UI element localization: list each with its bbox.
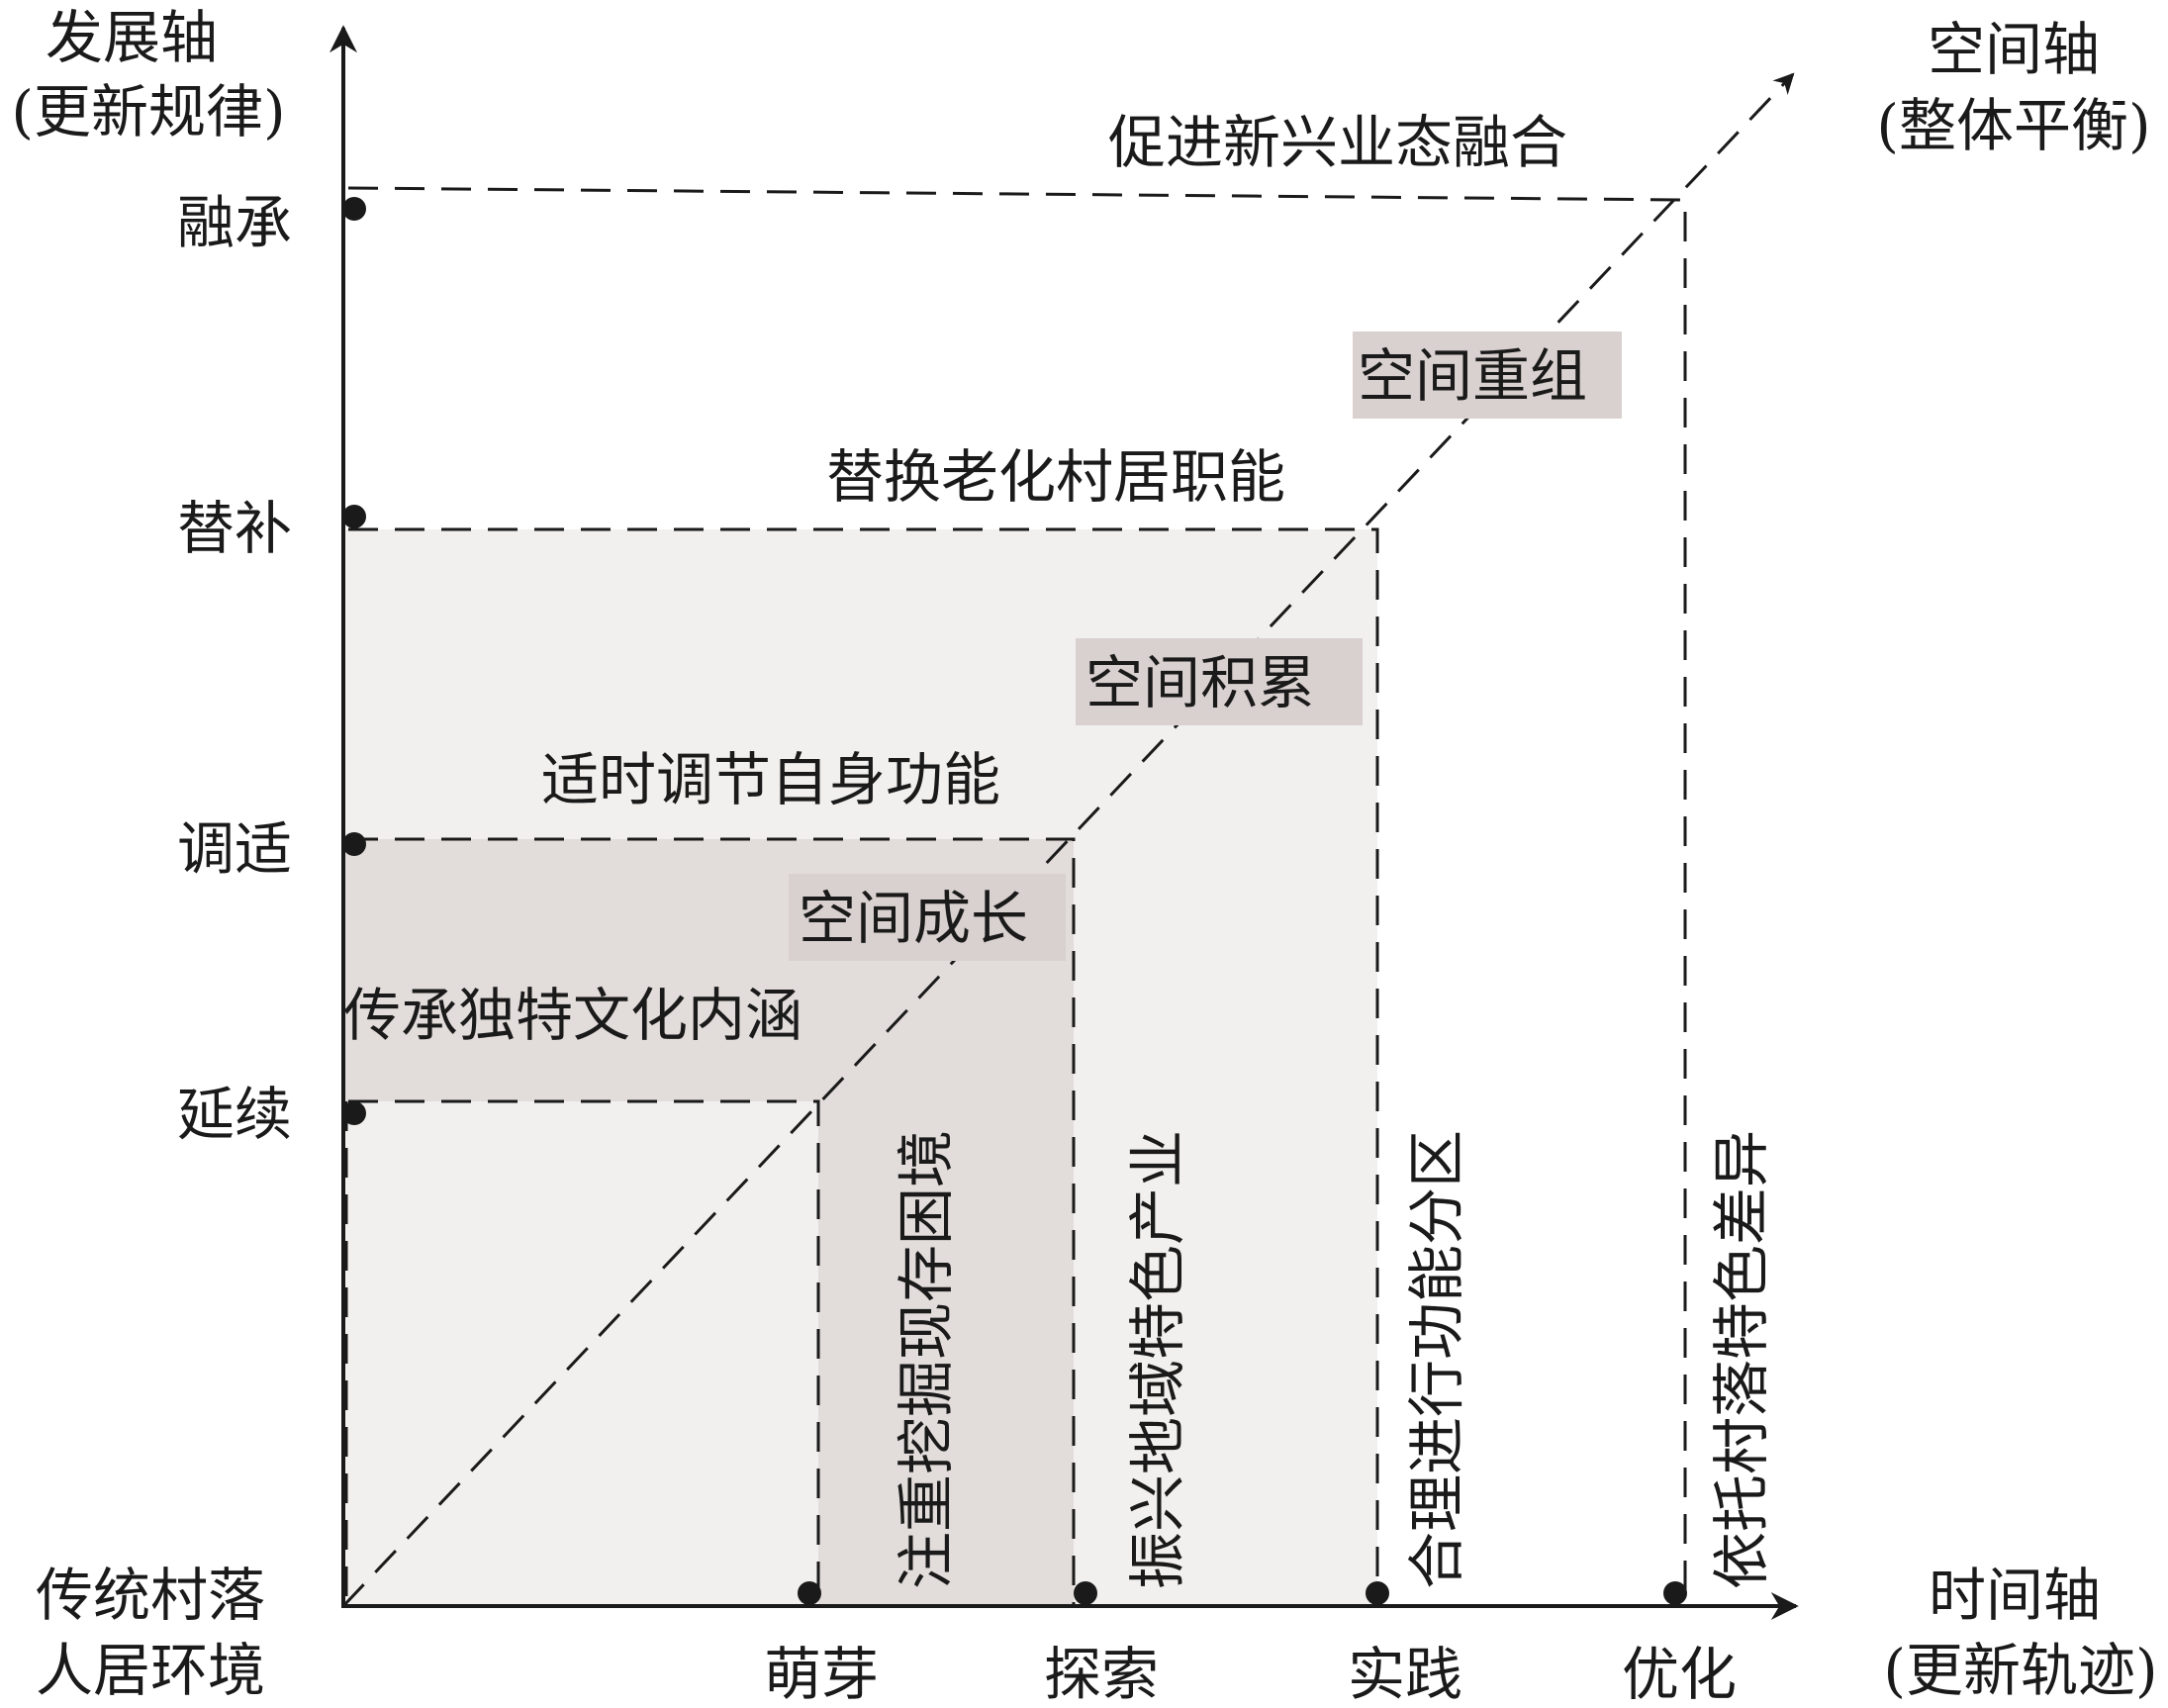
space-label-bg-accumulation (1076, 638, 1363, 725)
y-level-continuation: 延续 (177, 1081, 292, 1148)
point-sprout (798, 1581, 821, 1605)
point-continuation (342, 1101, 366, 1125)
x-level-sprout: 萌芽 (764, 1641, 879, 1708)
y-axis-subtitle: (更新规律) (11, 78, 285, 145)
strategy-difference: 依托村落特色差异 (1708, 1130, 1775, 1589)
spatial-axis (341, 72, 1795, 1608)
x-level-optimization: 优化 (1622, 1641, 1737, 1708)
point-practice (1366, 1581, 1389, 1605)
space-accumulation-label: 空间积累 (1085, 649, 1315, 716)
y-level-adjustment: 调适 (177, 815, 292, 883)
guide-replacement (348, 527, 1379, 1606)
point-adjustment (342, 832, 366, 856)
guide-lines (341, 72, 1795, 1608)
spatial-axis-title: 空间轴 (1928, 16, 2100, 83)
x-level-practice: 实践 (1348, 1641, 1462, 1708)
axis-points (342, 197, 1687, 1605)
y-level-integration: 融承 (177, 189, 292, 256)
strategy-function-adjustment: 适时调节自身功能 (541, 746, 1000, 813)
strategy-dilemma: 注重挖掘现存困境 (893, 1130, 960, 1589)
origin-label-line1: 传统村落 (36, 1562, 265, 1629)
point-exploration (1074, 1581, 1097, 1605)
y-axis-title: 发展轴 (46, 4, 218, 71)
origin-label-line2: 人居环境 (36, 1637, 265, 1704)
strategy-zoning: 合理进行功能分区 (1403, 1130, 1470, 1589)
strategy-new-industry: 促进新兴业态融合 (1108, 109, 1567, 176)
x-axis-subtitle: (更新轨迹) (1883, 1637, 2157, 1704)
point-integration (342, 197, 366, 221)
guide-continuation (348, 1099, 820, 1606)
x-level-exploration: 探索 (1044, 1641, 1159, 1708)
space-reorganization-label: 空间重组 (1358, 342, 1587, 410)
guide-integration (347, 186, 1687, 1606)
strategy-cultural-heritage: 传承独特文化内涵 (343, 982, 802, 1049)
guide-adjustment (348, 837, 1076, 1606)
space-growth-label: 空间成长 (799, 885, 1028, 952)
point-optimization (1663, 1581, 1687, 1605)
point-replacement (342, 505, 366, 528)
spatial-axis-subtitle: (整体平衡) (1876, 92, 2150, 159)
strategy-function-replacement: 替换老化村居职能 (826, 443, 1285, 511)
strategy-industry: 振兴地域特色产业 (1124, 1130, 1191, 1589)
space-label-bg-growth (789, 874, 1066, 961)
x-axis-title: 时间轴 (1929, 1562, 2101, 1629)
y-level-replacement: 替补 (177, 495, 292, 562)
space-label-bg-reorganization (1353, 332, 1622, 419)
